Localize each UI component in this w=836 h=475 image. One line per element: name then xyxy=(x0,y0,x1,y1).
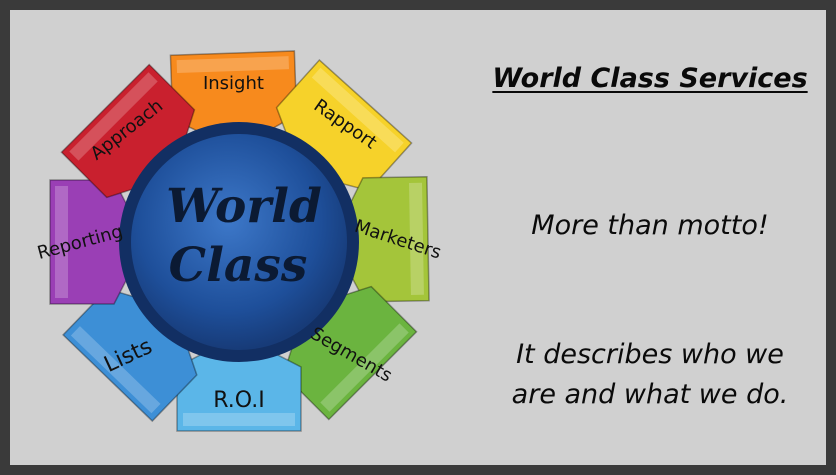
description-text: It describes who we are and what we do. xyxy=(482,335,818,415)
description-line-1: It describes who we xyxy=(516,339,784,370)
world-class-diagram: World Class InsightRapportMarketersSegme… xyxy=(35,50,444,432)
segment-arrow-marketers xyxy=(331,175,430,303)
segment-arrow-reporting xyxy=(49,179,147,305)
center-circle xyxy=(131,134,347,350)
motto-text: More than motto! xyxy=(531,210,769,241)
description-line-2: are and what we do. xyxy=(511,379,789,410)
segment-label-insight: Insight xyxy=(203,73,264,94)
title: World Class Services xyxy=(492,63,808,94)
center-label-world: World xyxy=(166,179,322,234)
segment-label-r-o-i: R.O.I xyxy=(213,388,264,413)
center-label-class: Class xyxy=(169,238,308,293)
segment-arrow-r-o-i xyxy=(176,334,302,432)
